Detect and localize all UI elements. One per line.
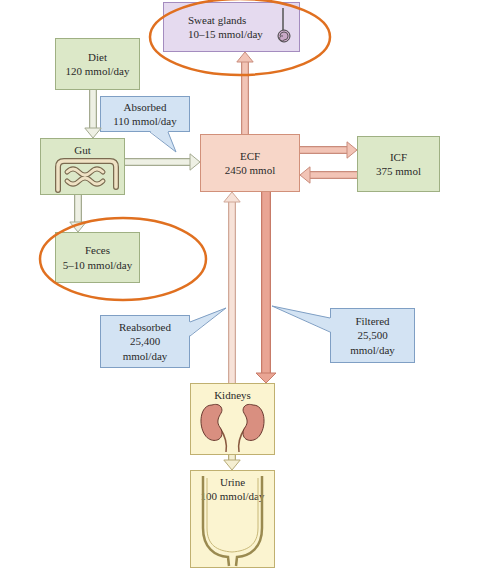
highlight-ellipse bbox=[150, 0, 330, 75]
organ-box: Urine100 mmol/day bbox=[190, 470, 275, 568]
arrow-shaft-outline bbox=[261, 192, 271, 373]
flow-arrow bbox=[85, 90, 101, 138]
ureter bbox=[220, 428, 245, 452]
node-value: 375 mmol bbox=[376, 164, 421, 178]
node-heading: Reabsorbed bbox=[119, 320, 171, 334]
callout-tail bbox=[189, 308, 226, 336]
callout-tail bbox=[150, 131, 176, 152]
arrow-head bbox=[70, 222, 86, 232]
arrow-shaft bbox=[229, 455, 235, 460]
arrow-shaft-outline bbox=[228, 202, 236, 383]
callout-box: Filtered25,500 mmol/day bbox=[330, 308, 415, 363]
node-value: 110 mmol/day bbox=[113, 114, 176, 128]
bladder-wall bbox=[207, 478, 258, 552]
arrow-shaft bbox=[90, 90, 96, 128]
bladder-outline bbox=[203, 476, 262, 566]
arrow-shaft-outline bbox=[300, 146, 347, 154]
flow-arrow bbox=[125, 154, 200, 170]
arrow-head bbox=[347, 142, 357, 158]
node-heading: Feces bbox=[85, 243, 110, 257]
node-value: 2450 mmol bbox=[225, 163, 275, 177]
flow-arrow bbox=[237, 52, 253, 134]
highlight-ellipse bbox=[40, 218, 206, 300]
arrow-head bbox=[190, 154, 200, 170]
output-box: Sweat glands10–15 mmol/day bbox=[163, 2, 300, 52]
node-heading: ECF bbox=[240, 149, 260, 163]
arrow-shaft bbox=[310, 172, 357, 178]
kidney-right bbox=[243, 404, 264, 440]
callout-tail-outline bbox=[272, 306, 330, 332]
callout-tail-outline bbox=[190, 308, 226, 336]
arrow-shaft bbox=[229, 202, 235, 383]
node-value: 5–10 mmol/day bbox=[63, 258, 132, 272]
arrow-shaft-outline bbox=[74, 195, 82, 222]
node-heading: Gut bbox=[74, 143, 91, 157]
arrow-shaft bbox=[125, 159, 190, 165]
node-value: 100 mmol/day bbox=[201, 489, 265, 503]
arrow-head bbox=[224, 460, 240, 470]
node-value: 25,500 mmol/day bbox=[341, 328, 405, 357]
arrow-shaft-outline bbox=[228, 455, 236, 460]
node-value: 120 mmol/day bbox=[66, 64, 130, 78]
arrow-head bbox=[237, 52, 253, 62]
arrow-shaft-outline bbox=[310, 171, 357, 179]
flow-arrow bbox=[70, 195, 86, 232]
sweat-gland-swirl bbox=[280, 32, 288, 41]
callout-tail bbox=[272, 306, 331, 332]
node-heading: Kidneys bbox=[214, 388, 251, 402]
callout-tail-outline bbox=[150, 132, 176, 152]
arrow-head bbox=[256, 373, 276, 383]
node-value: 10–15 mmol/day bbox=[188, 27, 263, 41]
large-intestine-outline bbox=[58, 161, 116, 190]
node-heading: Diet bbox=[88, 50, 107, 64]
arrow-shaft-outline bbox=[241, 62, 249, 134]
arrow-shaft bbox=[262, 192, 270, 373]
arrow-head bbox=[224, 192, 240, 202]
organ-box: Gut bbox=[40, 138, 125, 195]
arrow-shaft-outline bbox=[125, 158, 190, 166]
arrow-head bbox=[300, 167, 310, 183]
compartment-box: ECF2450 mmol bbox=[200, 134, 300, 192]
node-heading: Urine bbox=[220, 475, 245, 489]
arrow-shaft bbox=[75, 195, 81, 222]
arrow-shaft bbox=[242, 62, 248, 134]
output-box: Feces5–10 mmol/day bbox=[55, 232, 140, 283]
flow-arrow bbox=[256, 192, 276, 383]
compartment-box: ICF375 mmol bbox=[357, 136, 440, 192]
node-heading: Filtered bbox=[355, 314, 389, 328]
sweat-duct bbox=[282, 8, 284, 30]
node-value: 25,400 mmol/day bbox=[113, 334, 177, 363]
small-intestine bbox=[67, 169, 103, 184]
node-heading: Absorbed bbox=[124, 100, 167, 114]
kidney-left bbox=[201, 404, 222, 440]
callout-box: Reabsorbed25,400 mmol/day bbox=[100, 315, 190, 368]
node-heading: ICF bbox=[390, 150, 407, 164]
input-box: Diet120 mmol/day bbox=[55, 38, 140, 90]
flow-arrow bbox=[300, 142, 357, 158]
small-intestine-outline bbox=[67, 169, 103, 184]
sweat-gland-coil bbox=[278, 30, 290, 42]
organ-box: Kidneys bbox=[190, 383, 275, 455]
large-intestine bbox=[58, 161, 116, 190]
flow-arrow bbox=[224, 455, 240, 470]
arrow-shaft bbox=[300, 147, 347, 153]
flow-arrow bbox=[300, 167, 357, 183]
arrow-shaft-outline bbox=[89, 90, 97, 128]
flow-arrow bbox=[224, 192, 240, 383]
node-heading: Sweat glands bbox=[188, 13, 246, 27]
callout-box: Absorbed110 mmol/day bbox=[100, 96, 190, 132]
arrow-head bbox=[85, 128, 101, 138]
